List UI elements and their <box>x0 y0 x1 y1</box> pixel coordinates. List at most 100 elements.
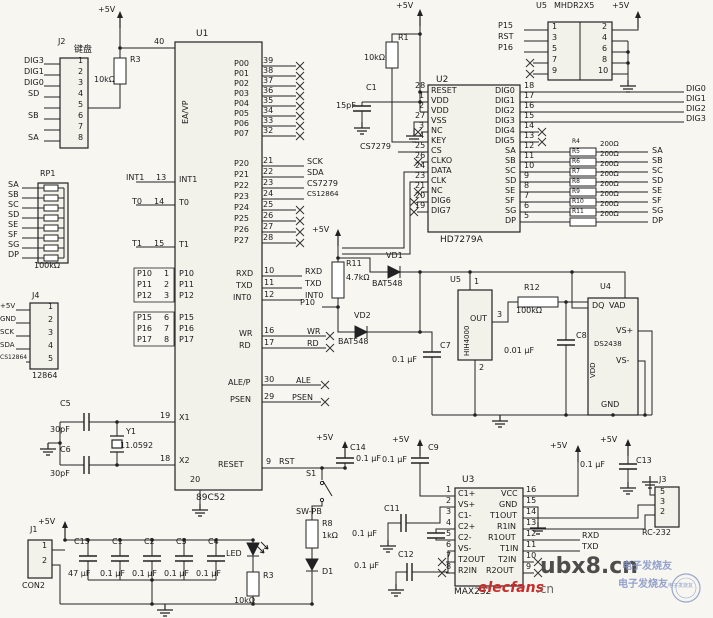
u3-pin-label: GND <box>499 500 518 509</box>
r12-ref: R12 <box>524 283 540 292</box>
net-label: DIG1 <box>24 67 44 76</box>
pin-number: 7 <box>78 122 84 131</box>
net-label: P12 <box>137 291 153 300</box>
pin-number: 38 <box>263 66 274 75</box>
u3-pin-label: VCC <box>501 489 518 498</box>
u2-pin-label: CS <box>431 146 442 155</box>
c12-value: 0.1 μF <box>354 561 379 570</box>
pin-number: 7 <box>164 324 170 333</box>
res-ref: R4 <box>572 138 580 145</box>
net-label: SA <box>8 180 19 189</box>
u3-pin-label: VS+ <box>458 500 476 509</box>
pin-number: 9 <box>266 457 272 466</box>
r11-ref: R11 <box>346 259 362 268</box>
pin-number: 2 <box>419 101 425 110</box>
plus5v-label: +5V <box>612 1 630 10</box>
pin-number: 20 <box>190 475 201 484</box>
res-value: 200Ω <box>600 160 619 168</box>
pin-number: 3 <box>164 291 170 300</box>
res-value: 200Ω <box>600 150 619 158</box>
u2-pin-label: CLK <box>431 176 447 185</box>
u4-pin-label: VDD <box>589 362 597 378</box>
u4-ref: U4 <box>600 282 611 291</box>
u4-part: DS2438 <box>594 340 622 348</box>
pin-number: 15 <box>526 496 537 505</box>
net-label-boxes <box>133 267 175 347</box>
rp1-ref: RP1 <box>40 169 56 178</box>
pin-number: 21 <box>415 181 426 190</box>
r3b-value: 10kΩ <box>234 596 255 605</box>
u2-pin-label: VSS <box>431 116 447 125</box>
pin-number: 22 <box>263 167 274 176</box>
u1-pin-label: RXD <box>236 269 254 278</box>
u1-pin-label: RESET <box>218 460 244 469</box>
j1-part: CON2 <box>22 581 45 590</box>
r1-ref: R1 <box>398 33 409 42</box>
u1-mcu-body <box>174 41 263 491</box>
pin-number: 21 <box>263 156 274 165</box>
pin-number: 17 <box>524 91 535 100</box>
pin-number: 6 <box>524 201 530 210</box>
d1-ref: D1 <box>322 567 334 576</box>
u1-pin-label: INT1 <box>179 175 198 184</box>
pin-number: 8 <box>164 335 170 344</box>
y1-ref: Y1 <box>126 427 136 436</box>
u1-pin-label: P25 <box>234 214 250 223</box>
net-label: DIG3 <box>686 114 706 123</box>
c8-ref: C8 <box>576 331 587 340</box>
u2-pin-label: SE <box>505 186 516 195</box>
u3-pin-label: R2IN <box>458 566 477 575</box>
u4-ds2438-body <box>587 297 639 416</box>
switch-s1-symbol <box>319 480 333 503</box>
net-label: ALE <box>296 376 311 385</box>
pin-number: 1 <box>552 22 558 31</box>
u2-pin-label: DIG0 <box>495 86 515 95</box>
u5b-part: HIH4000 <box>463 325 471 356</box>
u3-pin-label: T2IN <box>498 555 517 564</box>
net-label: P10 <box>137 269 153 278</box>
pin-number: 10 <box>524 161 535 170</box>
pin-number: 16 <box>264 326 275 335</box>
vd1-ref: VD1 <box>386 251 403 260</box>
net-label: SG <box>8 240 20 249</box>
plus5v-label: +5V <box>38 517 56 526</box>
net-label: PSEN <box>292 393 313 402</box>
wires <box>16 22 684 605</box>
pin-number: 5 <box>48 354 54 363</box>
net-label: CS12864 <box>307 190 339 198</box>
u1-pin-label: P02 <box>234 79 250 88</box>
net-label: WR <box>307 327 321 336</box>
vd2-ref: VD2 <box>354 311 371 320</box>
pin-number: 6 <box>446 540 452 549</box>
u3-pin-label: C2+ <box>458 522 476 531</box>
net-label: SB <box>28 111 39 120</box>
pin-number: 28 <box>415 81 426 90</box>
u1-pin-label: RD <box>239 341 251 350</box>
pin-number: 1 <box>42 541 48 550</box>
c5-value: 30pF <box>50 425 70 434</box>
u2-pin-label: RESET <box>431 86 457 95</box>
pin-number: 20 <box>415 191 426 200</box>
pin-number: 1 <box>164 269 170 278</box>
net-label: SG <box>652 206 664 215</box>
u1-pin-label: P05 <box>234 109 250 118</box>
pin-number: 8 <box>602 55 608 64</box>
pin-number: 7 <box>446 551 452 560</box>
pin-number: 1 <box>446 485 452 494</box>
u2-pin-label: SG <box>505 206 517 215</box>
pin-number: 26 <box>263 211 274 220</box>
c14-value: 0.1 μF <box>356 454 381 463</box>
pin-number: 10 <box>526 551 537 560</box>
net-label: INT0 <box>305 291 324 300</box>
c5-ref: C5 <box>60 399 71 408</box>
pin-number: 4 <box>602 33 608 42</box>
c8-value: 0.01 μF <box>504 346 535 355</box>
pin-number: 2 <box>479 363 485 372</box>
u2-pin-label: DATA <box>431 166 452 175</box>
pin-number: 3 <box>446 507 452 516</box>
d1-diode <box>305 558 319 572</box>
res-value: 200Ω <box>600 180 619 188</box>
u3-pin-label: R1IN <box>497 522 516 531</box>
y1-value: 11.0592 <box>120 441 154 450</box>
c11-value: 0.1 μF <box>352 529 377 538</box>
